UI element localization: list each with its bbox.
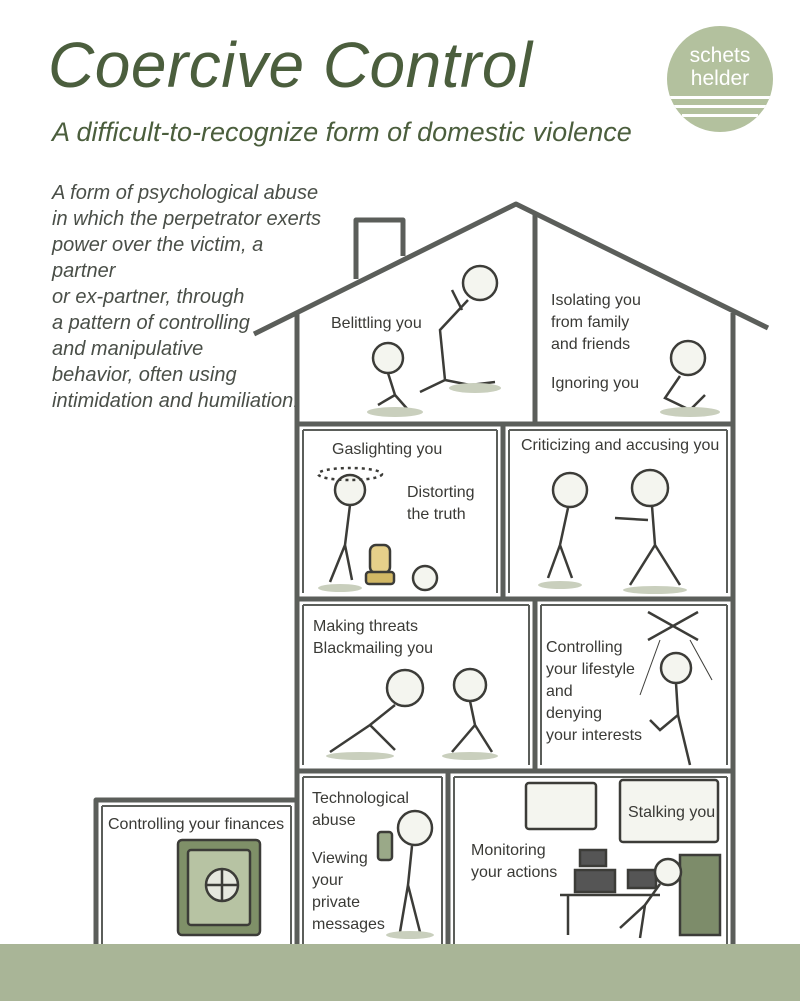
label-finances: Controlling your finances bbox=[108, 816, 285, 833]
ground-strip bbox=[0, 944, 800, 1001]
house-walls bbox=[93, 201, 770, 944]
figure-illustrations bbox=[176, 264, 722, 939]
annex-wall bbox=[93, 797, 297, 944]
roof bbox=[252, 201, 770, 337]
label-monitoring: Monitoring your actions bbox=[471, 842, 558, 881]
figure-gaslighting bbox=[316, 466, 384, 583]
label-stalking: Stalking you bbox=[628, 804, 716, 821]
label-threats: Making threats Blackmailing you bbox=[313, 618, 434, 657]
puppet-cross-icon bbox=[639, 610, 713, 696]
label-belittling: Belittling you bbox=[331, 315, 422, 332]
phone-icon bbox=[376, 830, 394, 862]
page-title: Coercive Control bbox=[48, 29, 533, 101]
label-tech: Technological abuse bbox=[312, 790, 409, 829]
figure-belittling-aggressor bbox=[419, 264, 499, 394]
label-gaslighting: Gaslighting you bbox=[332, 441, 443, 458]
label-lifestyle: Controlling your lifestyle and denying y… bbox=[546, 639, 643, 744]
figure-belittling-victim bbox=[371, 341, 411, 413]
label-distorting: Distorting the truth bbox=[407, 484, 475, 523]
figure-threatener bbox=[329, 668, 425, 754]
label-viewing: Viewing your private messages bbox=[312, 850, 385, 933]
label-ignoring: Ignoring you bbox=[551, 375, 640, 392]
figure-stalker bbox=[619, 857, 683, 939]
page-subtitle: A difficult-to-recognize form of domesti… bbox=[52, 117, 632, 147]
figure-tech bbox=[396, 809, 434, 933]
brand-logo: schets helder bbox=[667, 26, 773, 132]
logo-text: schets helder bbox=[689, 44, 751, 90]
figure-puppet bbox=[649, 651, 693, 766]
figure-ignoring bbox=[663, 339, 707, 412]
lamp-icon bbox=[364, 543, 396, 586]
figure-threatened bbox=[451, 667, 494, 753]
intro-paragraph: A form of psychological abuse in which t… bbox=[52, 182, 322, 412]
chimney bbox=[353, 217, 406, 279]
figure-gaslighting-small bbox=[411, 564, 439, 592]
safe-icon bbox=[176, 838, 262, 937]
figure-criticized bbox=[546, 471, 589, 579]
monitor-icons bbox=[524, 778, 722, 937]
figure-accuser bbox=[614, 468, 682, 586]
label-isolating: Isolating you from family and friends bbox=[551, 292, 641, 353]
label-criticizing: Criticizing and accusing you bbox=[521, 437, 720, 454]
